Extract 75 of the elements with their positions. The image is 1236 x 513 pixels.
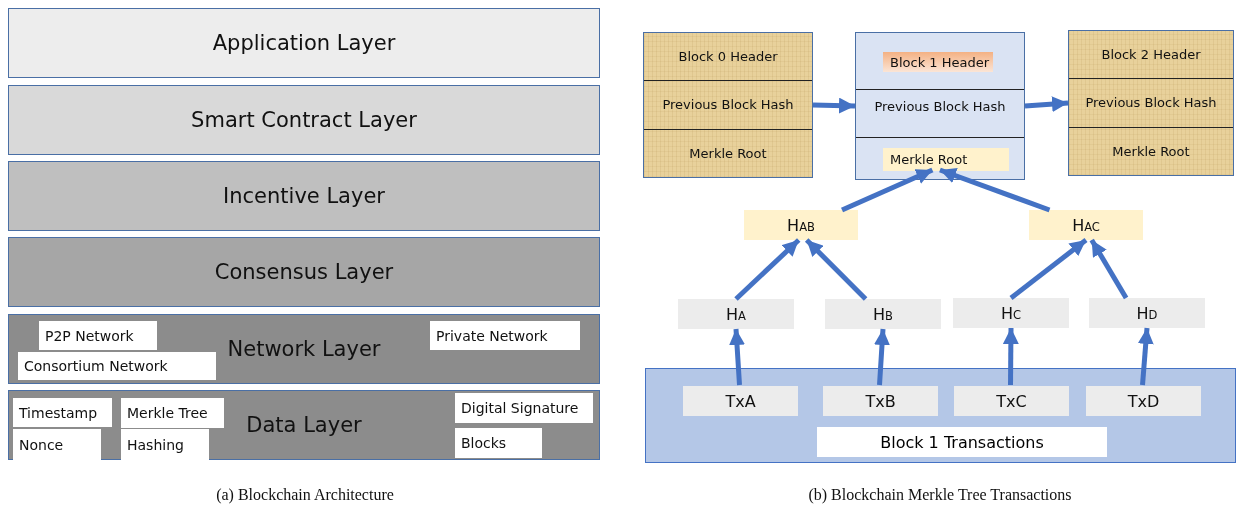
layer-title: Consensus Layer — [214, 260, 394, 284]
hash-box — [678, 299, 794, 329]
figure-caption: (b) Blockchain Merkle Tree Transactions — [808, 486, 1072, 504]
merkle-root-box — [883, 148, 1009, 171]
component-box — [121, 398, 224, 428]
layer-title: Smart Contract Layer — [191, 108, 417, 132]
layer-band — [8, 314, 600, 384]
block-card — [1068, 30, 1234, 176]
component-label: Hashing — [127, 436, 184, 453]
hash-box — [744, 210, 858, 240]
transaction-box — [823, 386, 938, 416]
transactions-panel — [645, 368, 1236, 463]
component-box — [13, 398, 112, 427]
component-box — [455, 393, 593, 423]
block-field: Block 2 Header — [1101, 47, 1201, 63]
layer-band — [8, 85, 600, 155]
layer-band — [8, 237, 600, 307]
block-field: Block 0 Header — [678, 49, 778, 65]
arrow — [1024, 96, 1069, 113]
arrow — [874, 328, 890, 386]
arrow — [734, 238, 801, 301]
component-box — [39, 321, 157, 350]
arrow — [812, 97, 856, 114]
component-label: Timestamp — [19, 404, 98, 421]
panel-title: Block 1 Transactions — [880, 432, 1044, 452]
hash-box — [953, 298, 1069, 328]
transaction-label: TxD — [1127, 391, 1160, 411]
block-header-label: Block 1 Header — [890, 54, 990, 70]
component-box — [18, 352, 216, 380]
transaction-label: TxA — [725, 391, 756, 411]
block-header-box — [883, 52, 993, 72]
block-field: Merkle Root — [689, 145, 767, 161]
component-box — [13, 429, 101, 460]
figure-caption: (a) Blockchain Architecture — [216, 486, 394, 504]
arrow — [841, 167, 934, 213]
hash-box — [1089, 298, 1205, 328]
layer-title: Data Layer — [246, 413, 362, 437]
block-field: Previous Block Hash — [874, 98, 1006, 114]
merkle-root-label: Merkle Root — [890, 152, 968, 167]
component-label: Private Network — [436, 327, 548, 344]
component-label: Nonce — [19, 436, 64, 453]
hash-box — [1029, 210, 1143, 240]
hash-box — [825, 299, 941, 329]
layer-band — [8, 390, 600, 460]
layer-title: Incentive Layer — [223, 184, 385, 208]
arrow — [1009, 238, 1088, 300]
layer-title: Application Layer — [212, 31, 396, 55]
arrow — [1089, 238, 1129, 300]
transaction-label: TxC — [996, 391, 1027, 411]
transaction-box — [683, 386, 798, 416]
component-label: Blocks — [461, 435, 507, 451]
component-label: Merkle Tree — [127, 405, 208, 421]
layer-band — [8, 161, 600, 231]
component-box — [455, 428, 542, 458]
component-box — [430, 321, 580, 350]
component-label: P2P Network — [45, 327, 134, 344]
arrow — [1002, 328, 1019, 386]
layer-band — [8, 8, 600, 78]
layer-title: Network Layer — [227, 337, 381, 361]
block-card — [643, 32, 813, 178]
block-field: Merkle Root — [1112, 143, 1190, 159]
component-label: Consortium Network — [24, 358, 168, 374]
arrow — [939, 167, 1051, 213]
block-field: Previous Block Hash — [662, 97, 794, 113]
block-field: Previous Block Hash — [1085, 95, 1217, 111]
arrow — [729, 328, 745, 386]
block-card — [855, 32, 1025, 180]
arrow — [1137, 327, 1154, 386]
panel-title-box — [817, 427, 1107, 457]
arrow — [804, 238, 868, 301]
transaction-box — [954, 386, 1069, 416]
component-label: Digital Signature — [461, 400, 579, 416]
transaction-label: TxB — [865, 391, 896, 411]
component-box — [121, 429, 209, 460]
transaction-box — [1086, 386, 1201, 416]
